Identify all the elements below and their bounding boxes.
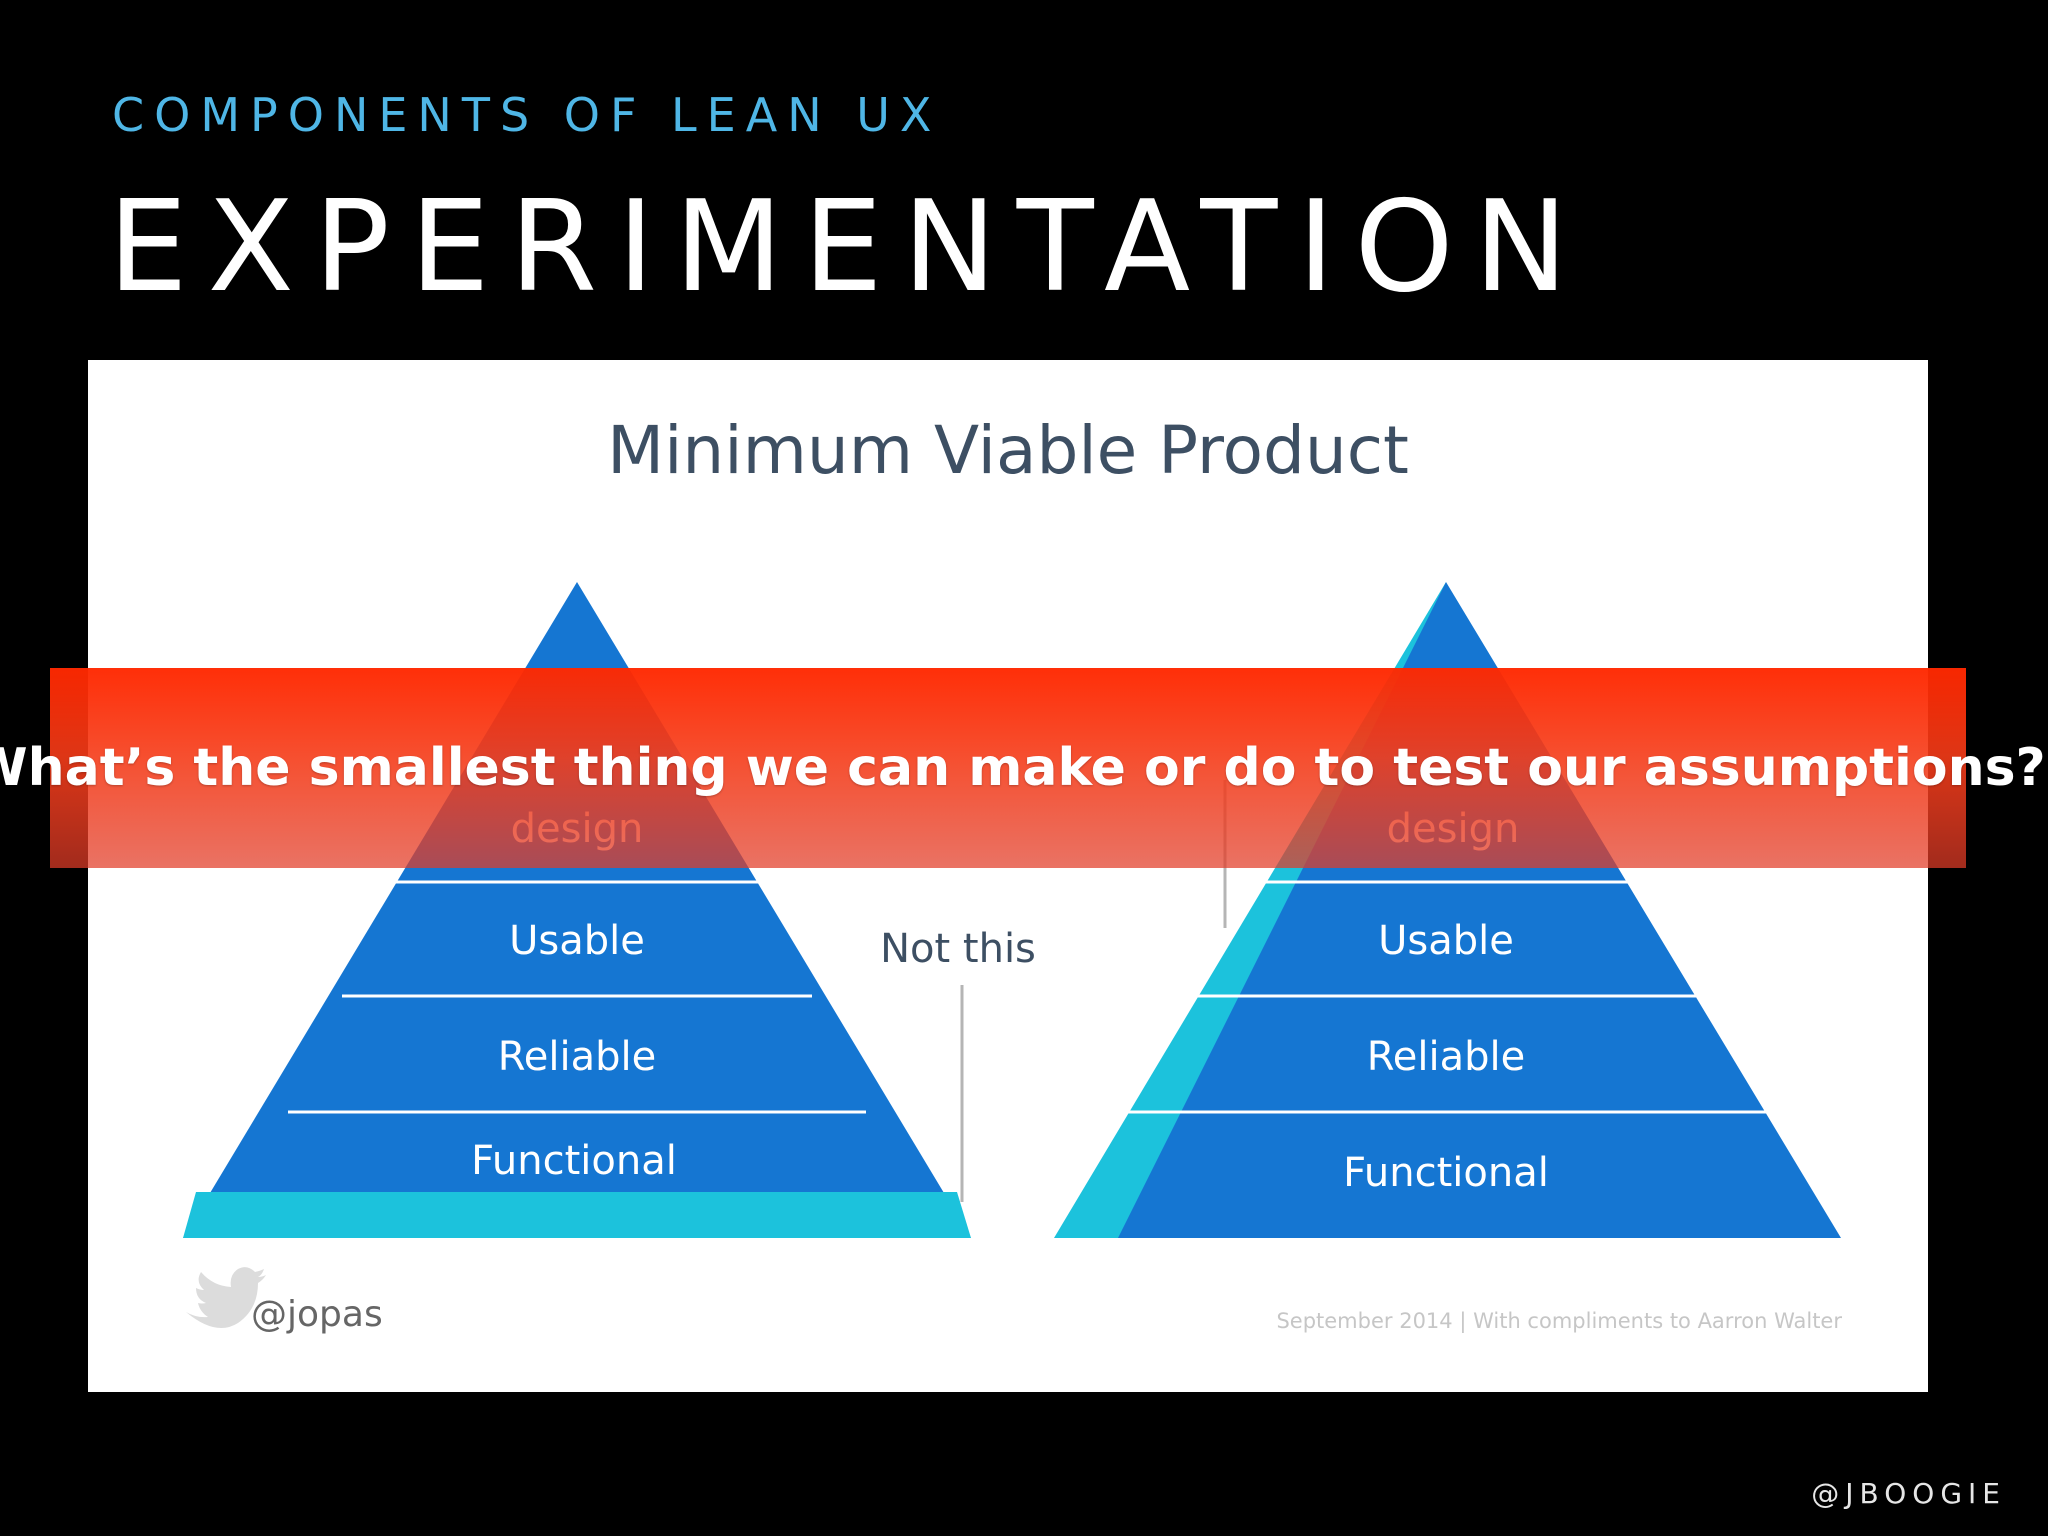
question-text: What’s the smallest thing we can make or… xyxy=(0,738,2046,798)
diagram-heading: Minimum Viable Product xyxy=(607,412,1409,489)
right-layer-functional-label: Functional xyxy=(1343,1150,1549,1196)
mvp-diagram-panel: Minimum Viable Product design Usable Rel… xyxy=(88,360,1928,1392)
not-this-label: Not this xyxy=(880,926,1036,972)
left-layer-reliable-label: Reliable xyxy=(498,1034,656,1080)
left-pyramid: design Usable Reliable Functional xyxy=(183,582,971,1238)
mvp-diagram: Minimum Viable Product design Usable Rel… xyxy=(183,412,1842,1335)
section-subtitle: COMPONENTS OF LEAN UX xyxy=(112,88,942,142)
right-layer-usable-label: Usable xyxy=(1378,918,1514,964)
left-layer-functional-label: Functional xyxy=(471,1138,677,1184)
left-pyramid-base-strip xyxy=(183,1192,971,1238)
left-layer-usable-label: Usable xyxy=(509,918,645,964)
author-handle: @JBOOGIE xyxy=(1811,1477,2006,1510)
left-pyramid-body xyxy=(183,582,971,1238)
credit: @jopas September 2014 | With compliments… xyxy=(186,1267,1842,1335)
right-pyramid-body xyxy=(1118,582,1841,1238)
slide-title: EXPERIMENTATION xyxy=(108,173,1588,320)
footer-note: September 2014 | With compliments to Aar… xyxy=(1276,1309,1842,1334)
right-layer-reliable-label: Reliable xyxy=(1367,1034,1525,1080)
question-banner: What’s the smallest thing we can make or… xyxy=(0,668,2046,868)
credit-handle: @jopas xyxy=(251,1294,383,1335)
twitter-bird-icon xyxy=(186,1267,266,1329)
